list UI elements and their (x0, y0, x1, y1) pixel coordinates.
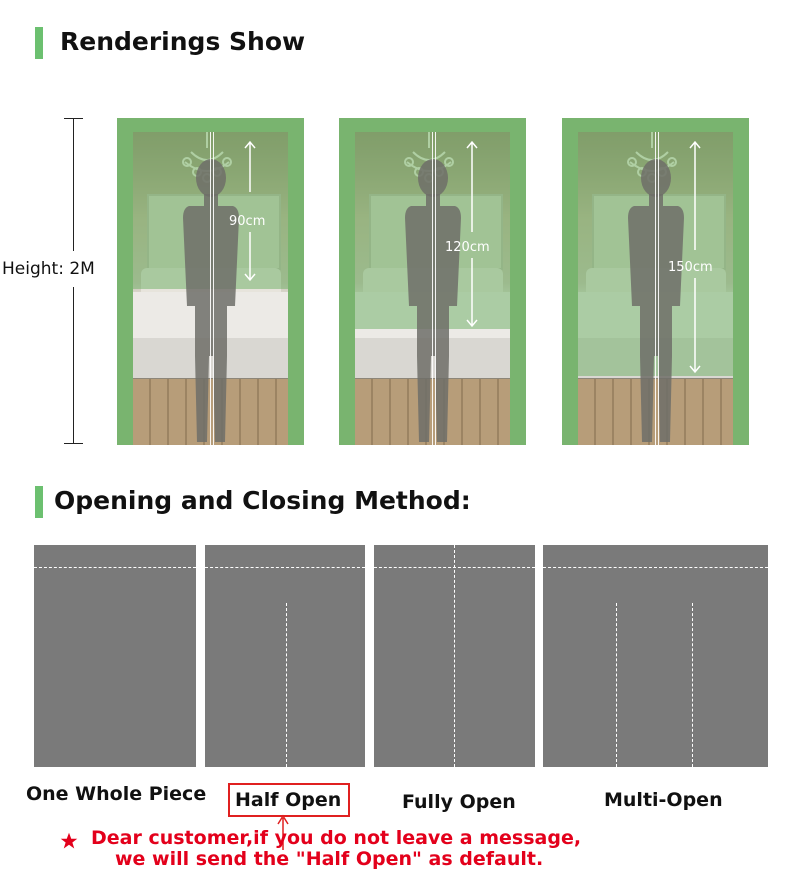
curtain-diagram-half-open (205, 545, 365, 767)
height-dimension-line (73, 118, 74, 251)
method-label-half-open: Half Open (235, 789, 342, 811)
section-accent-bar (35, 27, 43, 59)
person-silhouette-icon (405, 159, 461, 442)
opening-seam-left (616, 603, 617, 767)
door-rendering-3: 150cm (562, 118, 749, 445)
red-pointer-arrow-icon (277, 814, 289, 850)
measure-label: 90cm (229, 214, 266, 229)
measure-arrow-down-icon (244, 232, 256, 282)
method-label-multi-open: Multi-Open (604, 789, 723, 811)
curtain-diagram-one-whole-piece (34, 545, 196, 767)
opening-seam (286, 603, 287, 767)
measure-label: 120cm (445, 240, 490, 255)
room-scene: 150cm (578, 132, 733, 445)
top-fold-line (34, 567, 196, 568)
top-fold-line (205, 567, 365, 568)
center-seam (210, 132, 214, 445)
measure-arrow-down-icon (689, 278, 701, 374)
door-rendering-1: 90cm (117, 118, 304, 445)
default-option-note-line-1: Dear customer,if you do not leave a mess… (91, 827, 582, 849)
person-silhouette-icon (628, 159, 684, 442)
default-option-highlight-box (228, 783, 350, 817)
height-label: Height: 2M (2, 259, 95, 279)
default-option-note-line-2: we will send the "Half Open" as default. (115, 848, 544, 870)
star-icon (60, 832, 78, 849)
height-bottom-tick (64, 443, 83, 444)
measure-arrow-up-icon (244, 140, 256, 192)
curtain-diagram-multi-open (543, 545, 768, 767)
section-accent-bar (35, 486, 43, 518)
center-seam (655, 132, 659, 445)
section-title-opening-method: Opening and Closing Method: (54, 486, 471, 515)
measure-label: 150cm (668, 260, 713, 275)
method-label-one-whole-piece: One Whole Piece (26, 783, 207, 805)
center-seam (432, 132, 436, 445)
measure-arrow-up-icon (689, 140, 701, 250)
height-dimension-line-lower (73, 287, 74, 443)
section-title-renderings: Renderings Show (60, 27, 306, 56)
room-scene: 120cm (355, 132, 510, 445)
door-rendering-2: 120cm (339, 118, 526, 445)
measure-arrow-up-icon (466, 140, 478, 232)
curtain-diagram-fully-open (374, 545, 535, 767)
method-label-fully-open: Fully Open (402, 791, 516, 813)
opening-seam (454, 545, 455, 767)
opening-seam-right (692, 603, 693, 767)
top-fold-line (543, 567, 768, 568)
room-scene: 90cm (133, 132, 288, 445)
person-silhouette-icon (183, 159, 239, 442)
measure-arrow-down-icon (466, 258, 478, 328)
